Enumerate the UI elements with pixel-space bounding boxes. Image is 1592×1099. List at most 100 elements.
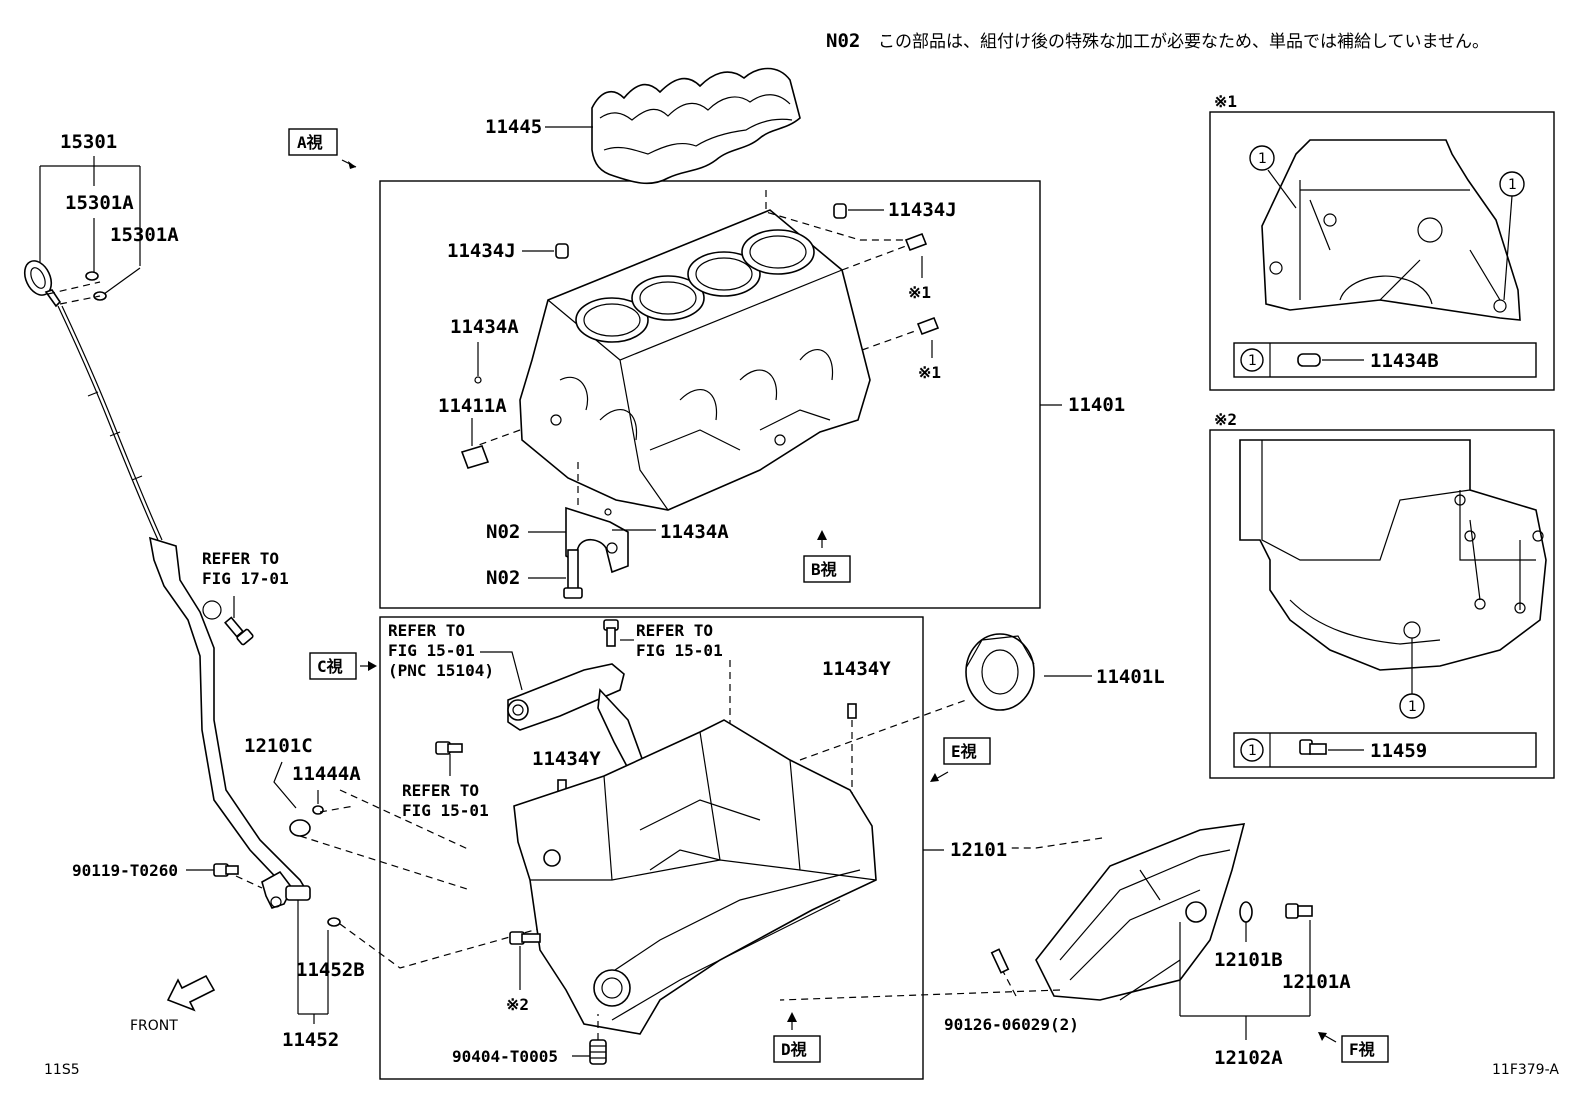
stud-mark2 — [509, 931, 541, 945]
ref-fig15-a1: REFER TO — [388, 621, 465, 640]
ref-fig15-b1: REFER TO — [636, 621, 713, 640]
view-c-tag: C視 — [317, 657, 343, 676]
view-d-tag: D視 — [781, 1040, 807, 1059]
cap-bolt-drawing — [563, 549, 583, 599]
note-code: N02 — [826, 30, 860, 52]
gasket-12101b — [1239, 901, 1253, 923]
label-12101b: 12101B — [1214, 949, 1283, 971]
cylinder-block-drawing — [519, 209, 871, 511]
label-11434y-right: 11434Y — [822, 658, 891, 680]
label-11434j-left: 11434J — [447, 240, 516, 262]
inset1-callout-left-circle — [1249, 145, 1275, 171]
view-f-tag: F視 — [1349, 1040, 1375, 1059]
pin-11434b-icon — [1297, 353, 1321, 367]
footer-right: 11F379-A — [1492, 1062, 1559, 1078]
inset2-drawing — [1239, 439, 1547, 671]
label-11434a-upper: 11434A — [450, 316, 519, 338]
footer-left: 11S5 — [44, 1062, 80, 1078]
label-11434a-lower: 11434A — [660, 521, 729, 543]
oil-baffle-drawing — [507, 663, 645, 774]
oring-15301a-1 — [85, 271, 99, 281]
inset2-callout: 1 — [1408, 699, 1417, 715]
inset2-title: ※2 — [1214, 410, 1237, 429]
label-12101c: 12101C — [244, 735, 313, 757]
label-15301a-1: 15301A — [65, 192, 134, 214]
insulator-drawing — [591, 67, 801, 185]
label-90404: 90404-T0005 — [452, 1047, 558, 1066]
oring-11444a — [312, 805, 324, 815]
label-11434j-top: 11434J — [888, 199, 957, 221]
bearing-cap-drawing — [565, 506, 629, 574]
oil-pan-frame — [379, 616, 924, 1080]
label-11445: 11445 — [485, 116, 542, 138]
ref-fig17-b: FIG 17-01 — [202, 569, 289, 588]
inset1-callout-left: 1 — [1258, 151, 1267, 167]
ref-fig15-b2: FIG 15-01 — [636, 641, 723, 660]
label-12102a: 12102A — [1214, 1047, 1283, 1069]
cylinder-block-frame — [379, 180, 1041, 609]
oring-11452b — [327, 917, 341, 927]
plug-12101a — [1285, 903, 1313, 919]
bolt-90119 — [213, 863, 239, 877]
front-label: FRONT — [130, 1018, 178, 1034]
pin-mark1-a — [904, 232, 928, 252]
bolt-ref-fig17 — [224, 616, 254, 646]
dipstick-drawing — [23, 260, 163, 541]
view-e-tag: E視 — [951, 742, 977, 761]
label-11401: 11401 — [1068, 394, 1125, 416]
ref-fig15-c1: REFER TO — [402, 781, 479, 800]
label-11434y-left: 11434Y — [532, 748, 601, 770]
inset1-legend-num: 1 — [1248, 353, 1257, 369]
label-15301: 15301 — [60, 131, 117, 153]
pin-11434y-right — [847, 703, 857, 719]
pin-11434j-top — [833, 203, 847, 219]
bolt-ref-fig15-c — [435, 741, 463, 755]
plug-90404 — [589, 1039, 607, 1065]
label-n02-cap: N02 — [486, 521, 520, 543]
front-arrow-icon — [166, 974, 216, 1012]
note-text: この部品は、組付け後の特殊な加工が必要なため、単品では補給していません。 — [878, 32, 1489, 52]
ref-fig15-a3: (PNC 15104) — [388, 661, 494, 680]
label-90126: 90126-06029(2) — [944, 1015, 1079, 1034]
label-12101: 12101 — [950, 839, 1007, 861]
view-e-tag-box — [943, 737, 991, 765]
label-mark2: ※2 — [506, 995, 529, 1014]
inset1-part: 11434B — [1370, 350, 1439, 372]
oring-12101c — [289, 819, 311, 837]
plug-11459-icon — [1299, 739, 1327, 755]
inset1-title: ※1 — [1214, 92, 1237, 111]
view-d-tag-box — [773, 1035, 821, 1063]
ref-fig17-a: REFER TO — [202, 549, 279, 568]
view-b-tag-box — [803, 555, 851, 583]
pin-11434a-upper — [474, 376, 482, 384]
inset2-callout-circle — [1399, 693, 1425, 719]
lower-oil-pan-drawing — [1035, 823, 1246, 1001]
pin-11434a-lower — [604, 508, 612, 516]
view-a-tag-box — [288, 128, 338, 156]
inset1-frame — [1209, 111, 1555, 391]
stud-90126 — [990, 948, 1010, 974]
inset2-frame — [1209, 429, 1555, 779]
label-90119: 90119-T0260 — [72, 861, 178, 880]
label-11401l: 11401L — [1096, 666, 1165, 688]
pin-11434j-left — [555, 243, 569, 259]
inset1-callout-right: 1 — [1508, 177, 1517, 193]
label-mark1-b: ※1 — [918, 363, 941, 382]
inset2-part: 11459 — [1370, 740, 1427, 762]
pin-mark1-b — [916, 316, 940, 336]
view-c-tag-box — [309, 652, 357, 680]
bolt-ref-fig15-b — [603, 619, 619, 647]
inset2-legend-num: 1 — [1248, 743, 1257, 759]
inset2-legend-box — [1233, 732, 1537, 768]
oil-pan-drawing — [513, 719, 877, 1035]
label-11452: 11452 — [282, 1029, 339, 1051]
inset1-legend-box — [1233, 342, 1537, 378]
label-11452b: 11452B — [296, 959, 365, 981]
view-a-tag: A視 — [297, 133, 323, 152]
label-12101a: 12101A — [1282, 971, 1351, 993]
view-b-tag: B視 — [811, 560, 837, 579]
inset1-drawing — [1261, 139, 1521, 321]
dipstick-guide-drawing — [148, 536, 311, 909]
view-f-tag-box — [1341, 1035, 1389, 1063]
